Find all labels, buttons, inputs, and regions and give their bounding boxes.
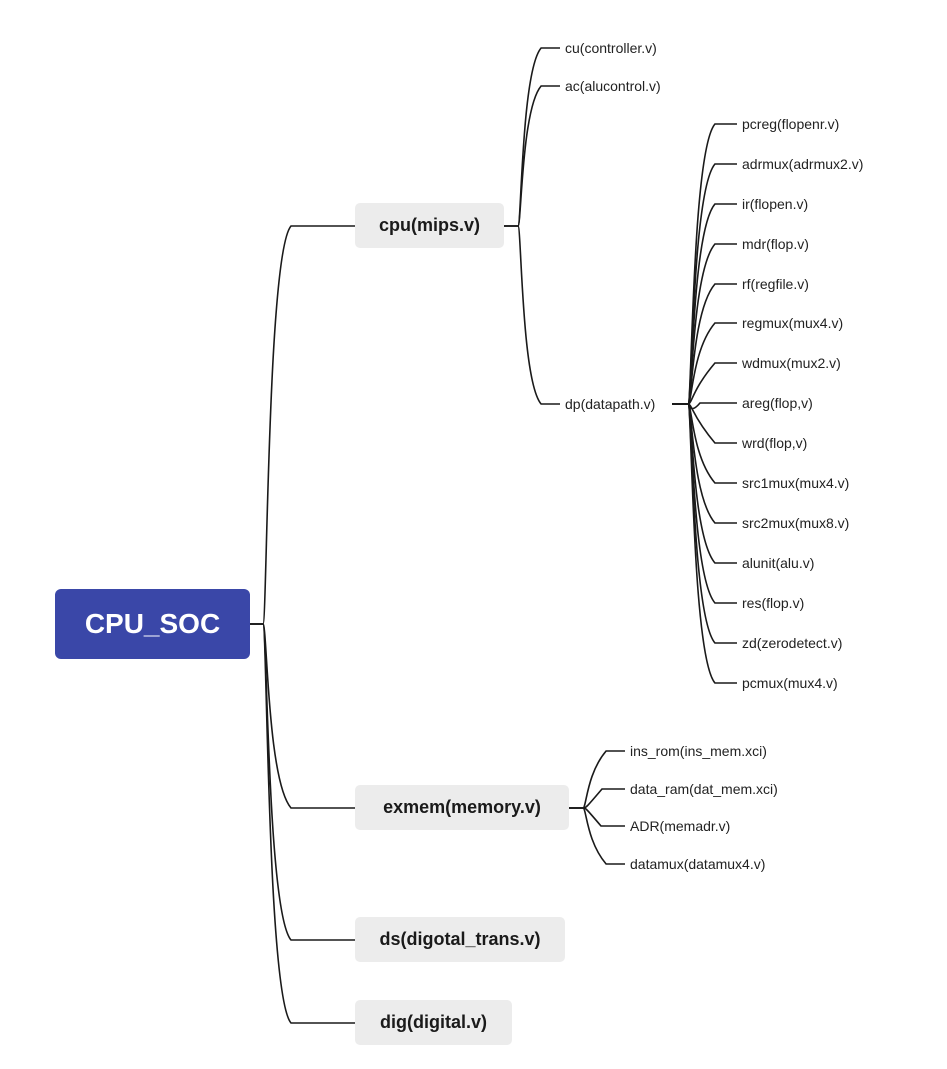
node-ins-rom[interactable]: ins_rom(ins_mem.xci)	[630, 743, 767, 759]
node-dp[interactable]: dp(datapath.v)	[565, 396, 656, 412]
node-mdr[interactable]: mdr(flop.v)	[742, 236, 809, 252]
node-pcreg[interactable]: pcreg(flopenr.v)	[742, 116, 840, 132]
connector-cpu-dp	[504, 225, 560, 405]
branch-cpu[interactable]: cpu(mips.v)	[355, 203, 504, 248]
branch-exmem[interactable]: exmem(memory.v)	[355, 785, 569, 830]
node-rf[interactable]: rf(regfile.v)	[742, 276, 809, 292]
node-ir[interactable]: ir(flopen.v)	[742, 196, 809, 212]
node-adrmux[interactable]: adrmux(adrmux2.v)	[742, 156, 864, 172]
node-data-ram[interactable]: data_ram(dat_mem.xci)	[630, 781, 778, 797]
connector-exmem-ins-rom	[569, 750, 625, 809]
connector-root-cpu	[250, 225, 355, 625]
connector-dp-wrd	[672, 403, 737, 444]
connector-exmem-data-ram	[569, 788, 625, 809]
node-adr[interactable]: ADR(memadr.v)	[630, 818, 731, 834]
node-zd[interactable]: zd(zerodetect.v)	[742, 635, 843, 651]
connector-dp-mdr	[672, 243, 737, 405]
connector-root-dig	[250, 623, 355, 1024]
connector-dp-pcmux	[672, 403, 737, 684]
node-areg[interactable]: areg(flop,v)	[742, 395, 813, 411]
node-res[interactable]: res(flop.v)	[742, 595, 805, 611]
connector-dp-rf	[672, 283, 737, 405]
connector-exmem-datamux	[569, 807, 625, 865]
node-regmux[interactable]: regmux(mux4.v)	[742, 315, 844, 331]
node-datamux[interactable]: datamux(datamux4.v)	[630, 856, 766, 872]
connector-dp-src2mux	[672, 403, 737, 524]
connector-cpu-ac	[504, 85, 560, 227]
node-wrd[interactable]: wrd(flop,v)	[742, 435, 808, 451]
connector-exmem-adr	[569, 807, 625, 827]
branch-dig[interactable]: dig(digital.v)	[355, 1000, 512, 1045]
node-cu[interactable]: cu(controller.v)	[565, 40, 657, 56]
node-alunit[interactable]: alunit(alu.v)	[742, 555, 815, 571]
connector-dp-wdmux	[672, 362, 737, 405]
branch-ds[interactable]: ds(digotal_trans.v)	[355, 917, 565, 962]
connector-cpu-cu	[504, 47, 560, 227]
node-ac[interactable]: ac(alucontrol.v)	[565, 78, 661, 94]
node-src2mux[interactable]: src2mux(mux8.v)	[742, 515, 850, 531]
node-src1mux[interactable]: src1mux(mux4.v)	[742, 475, 850, 491]
root-node[interactable]: CPU_SOC	[55, 589, 250, 659]
connector-dp-pcreg	[672, 123, 737, 405]
node-pcmux[interactable]: pcmux(mux4.v)	[742, 675, 838, 691]
node-wdmux[interactable]: wdmux(mux2.v)	[742, 355, 841, 371]
